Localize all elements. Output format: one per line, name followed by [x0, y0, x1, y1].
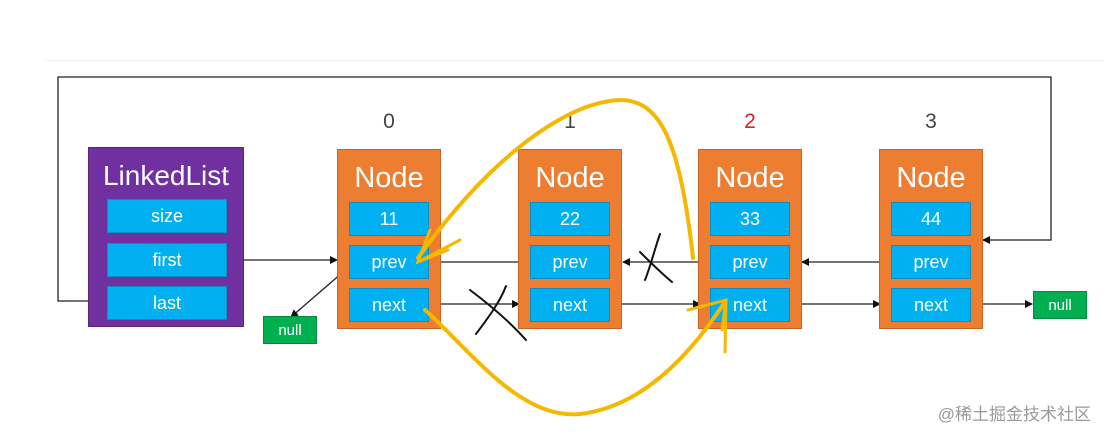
node-value-field: 22	[530, 202, 610, 236]
node-3: Node 44 prev next	[879, 149, 983, 329]
node-next-field: next	[349, 288, 429, 322]
linkedlist-last-field: last	[107, 286, 227, 320]
node-value-field: 11	[349, 202, 429, 236]
node-next-field: next	[530, 288, 610, 322]
node-next-field: next	[891, 288, 971, 322]
node-prev-field: prev	[530, 245, 610, 279]
node-2: Node 33 prev next	[698, 149, 802, 329]
watermark: @稀土掘金技术社区	[937, 405, 1091, 424]
node-prev-field: prev	[349, 245, 429, 279]
node-prev-field: prev	[891, 245, 971, 279]
node-next-field: next	[710, 288, 790, 322]
last-pointer-arrow	[57, 76, 1052, 302]
linkedlist-size-field: size	[107, 199, 227, 233]
linkedlist-title: LinkedList	[102, 160, 230, 191]
node-value-field: 33	[710, 202, 790, 236]
node-title: Node	[896, 162, 966, 194]
node-index-2: 2	[744, 110, 756, 133]
linkedlist-first-field: first	[107, 243, 227, 277]
top-divider	[45, 60, 1103, 61]
node-value-field: 44	[891, 202, 971, 236]
null-box-left: null	[263, 316, 317, 344]
node-title: Node	[715, 162, 785, 194]
node-title: Node	[535, 162, 605, 194]
node-index-0: 0	[383, 110, 395, 133]
linkedlist-box: LinkedList size first last	[88, 147, 244, 327]
node-prev-field: prev	[710, 245, 790, 279]
null-box-right: null	[1033, 291, 1087, 319]
node-index-3: 3	[925, 110, 937, 133]
node-index-1: 1	[564, 110, 576, 133]
node-title: Node	[354, 162, 424, 194]
node-0: Node 11 prev next	[337, 149, 441, 329]
node-1: Node 22 prev next	[518, 149, 622, 329]
